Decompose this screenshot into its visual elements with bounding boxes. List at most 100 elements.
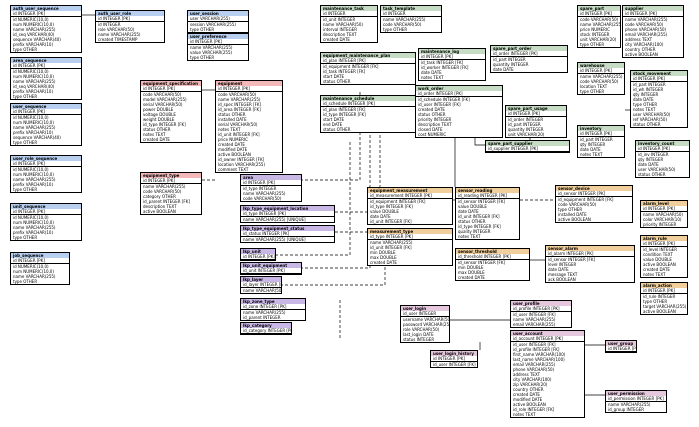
- table-header[interactable]: sensor_device: [556, 186, 632, 191]
- table-header[interactable]: lkp_unit: [241, 249, 275, 254]
- table-header[interactable]: user_group: [606, 341, 636, 346]
- table-header[interactable]: lkp_zone_type: [241, 299, 305, 304]
- table-header[interactable]: equipment_maintenance_plan: [321, 53, 415, 58]
- table-header[interactable]: alarm_level: [641, 201, 687, 206]
- table-header[interactable]: auth_user_sequence: [11, 6, 81, 11]
- table-header[interactable]: supplier: [623, 6, 683, 11]
- table-header[interactable]: maintenance_task: [321, 6, 377, 11]
- table-header[interactable]: equipment_type: [141, 173, 201, 178]
- table-header[interactable]: lkp_unit_equipment: [241, 263, 301, 268]
- table-header[interactable]: work_order: [416, 86, 502, 91]
- table-header[interactable]: user_sequence: [11, 104, 81, 109]
- table-header[interactable]: maintenance_log: [419, 49, 485, 54]
- table-header[interactable]: equipment_specification: [141, 81, 201, 86]
- table-header[interactable]: measurement_type: [368, 229, 452, 234]
- table-header[interactable]: sensor_threshold: [456, 249, 529, 254]
- table-header[interactable]: user_login: [401, 306, 449, 311]
- table-header[interactable]: auth_user_role: [96, 11, 164, 16]
- table-header[interactable]: task_template: [381, 6, 441, 11]
- table-header[interactable]: user_session: [188, 11, 248, 16]
- table-header[interactable]: lkp_category: [241, 323, 291, 328]
- table-header[interactable]: stock_movement: [631, 71, 687, 76]
- table-header[interactable]: area: [241, 175, 301, 180]
- table-header[interactable]: user_login_history: [431, 351, 477, 356]
- table-header[interactable]: spare_part_supplier: [486, 141, 569, 146]
- table-header[interactable]: lkp_layer: [241, 277, 281, 282]
- table-header[interactable]: maintenance_schedule: [321, 96, 415, 101]
- table-header[interactable]: user_role_sequence: [11, 156, 81, 161]
- table-header[interactable]: user_preference: [188, 34, 248, 39]
- table-header[interactable]: unit_sequence: [11, 204, 81, 209]
- table-header[interactable]: warehouse: [578, 63, 624, 68]
- table-header[interactable]: spare_part_order: [491, 46, 567, 51]
- table-header[interactable]: area_sequence: [11, 58, 81, 63]
- table-header[interactable]: lkp_type_equipment_status: [241, 226, 334, 231]
- table-header[interactable]: user_permission: [606, 391, 666, 396]
- table-header[interactable]: inventory_count: [636, 141, 689, 146]
- table-header[interactable]: sensor_alarm: [546, 246, 634, 251]
- table-header[interactable]: user_profile: [511, 301, 571, 306]
- table-header[interactable]: inventory: [578, 126, 624, 131]
- table-header[interactable]: equipment_measurement: [368, 188, 452, 193]
- table-header[interactable]: job_sequence: [11, 253, 69, 258]
- table-header[interactable]: sensor_reading: [456, 188, 519, 193]
- table-header[interactable]: alarm_rule: [641, 236, 687, 241]
- table-header[interactable]: user_account: [511, 331, 584, 336]
- table-header[interactable]: alarm_action: [641, 283, 687, 288]
- table-header[interactable]: lkp_type_equipment_location: [241, 206, 334, 211]
- table-header[interactable]: equipment: [216, 81, 282, 86]
- table-header[interactable]: spare_part: [578, 6, 620, 11]
- table-header[interactable]: spare_part_usage: [506, 106, 566, 111]
